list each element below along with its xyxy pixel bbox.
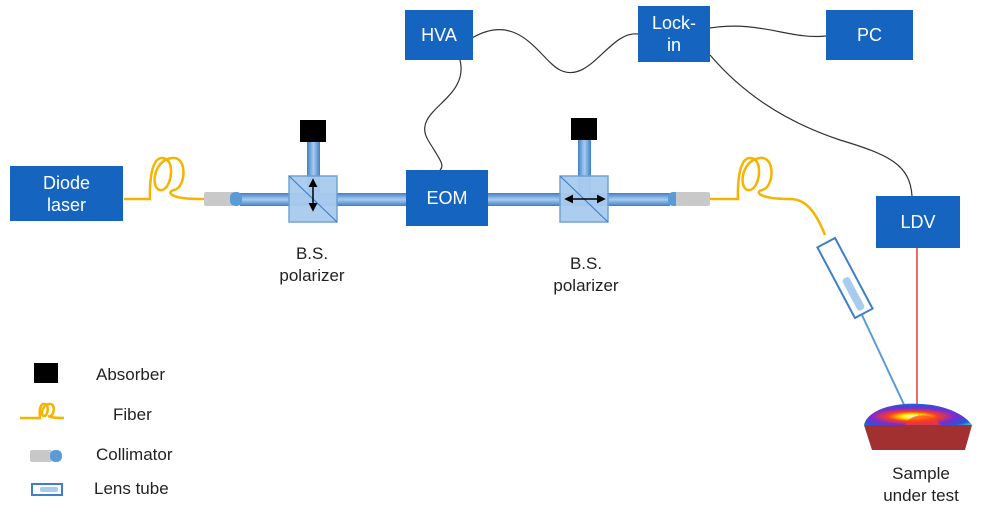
pc-box: PC <box>826 10 913 60</box>
hva-label: HVA <box>421 25 457 45</box>
wire-lockin-ldv <box>709 54 913 197</box>
diode-laser-line-1: Diode <box>42 172 91 193</box>
bs-polarizer-2-label: B.S. polarizer <box>553 254 619 295</box>
lockin-line-2: in <box>666 35 681 55</box>
ldv-box: LDV <box>876 196 960 248</box>
legend-lens-tube-icon <box>31 483 63 496</box>
fiber-1 <box>124 156 205 201</box>
collimator-1 <box>204 192 234 206</box>
hva-box: HVA <box>405 10 473 60</box>
lens-tube <box>816 236 874 320</box>
legend-collimator-label: Collimator <box>96 445 173 464</box>
legend-fiber-label: Fiber <box>113 405 152 424</box>
bs-polarizer-1 <box>288 175 338 223</box>
lockin-line-1: Lock- <box>651 13 696 33</box>
legend-collimator-icon <box>30 450 62 462</box>
lockin-box: Lock- in <box>638 6 710 62</box>
legend-absorber-icon <box>34 363 58 383</box>
collimator-2 <box>676 192 710 206</box>
sample-label: Sample under test <box>883 464 959 505</box>
wire-hva-eom <box>424 59 462 171</box>
ldv-label: LDV <box>900 212 936 232</box>
absorber-1 <box>300 120 326 142</box>
wire-lockin-pc <box>709 25 827 38</box>
diode-laser-line-2: laser <box>46 194 86 215</box>
legend-lens-tube-label: Lens tube <box>94 479 169 498</box>
pc-label: PC <box>856 25 882 45</box>
diode-laser-box: Diode laser <box>10 166 123 221</box>
legend-fiber-icon <box>20 402 65 420</box>
bs-polarizer-2 <box>559 175 609 223</box>
eom-label: EOM <box>426 188 468 208</box>
fiber-2 <box>710 156 827 236</box>
bs-polarizer-1-label: B.S. polarizer <box>279 244 345 285</box>
sample-under-test <box>864 403 972 450</box>
wire-hva-lockin <box>471 29 639 74</box>
absorber-2 <box>571 118 597 140</box>
eom-box: EOM <box>406 170 488 226</box>
legend-absorber-label: Absorber <box>96 365 165 384</box>
